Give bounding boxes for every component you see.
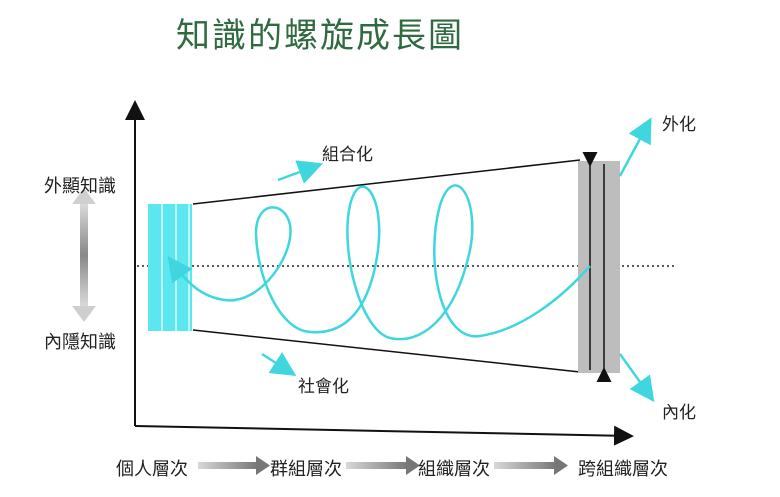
level-group: 群組層次 <box>270 459 342 480</box>
tacit-explicit-double-arrow <box>72 188 96 322</box>
diagram-title: 知識的螺旋成長圖 <box>176 16 464 56</box>
externalization-label: 外化 <box>662 115 696 135</box>
level-inter-organization: 跨組織層次 <box>578 459 668 480</box>
level-individual: 個人層次 <box>116 459 188 480</box>
externalization-arrow <box>618 117 652 177</box>
level-arrow-2 <box>346 456 420 475</box>
x-axis <box>134 425 634 446</box>
level-organization: 組織層次 <box>418 459 490 480</box>
funnel-top-edge <box>192 159 581 205</box>
combination-arrow <box>277 160 324 184</box>
individual-block <box>148 204 192 331</box>
funnel-bottom-edge <box>192 329 581 373</box>
inter-org-bar <box>578 152 620 382</box>
socialization-arrow <box>261 352 297 377</box>
combination-label: 組合化 <box>322 145 373 165</box>
knowledge-spiral <box>167 184 591 341</box>
level-arrow-3 <box>494 456 568 475</box>
explicit-knowledge-label: 外顯知識 <box>44 176 116 197</box>
level-arrow-1 <box>198 456 270 475</box>
tacit-knowledge-label: 內隱知識 <box>44 332 116 353</box>
socialization-label: 社會化 <box>298 377 349 397</box>
internalization-arrow <box>618 353 655 403</box>
internalization-label: 內化 <box>662 403 696 423</box>
